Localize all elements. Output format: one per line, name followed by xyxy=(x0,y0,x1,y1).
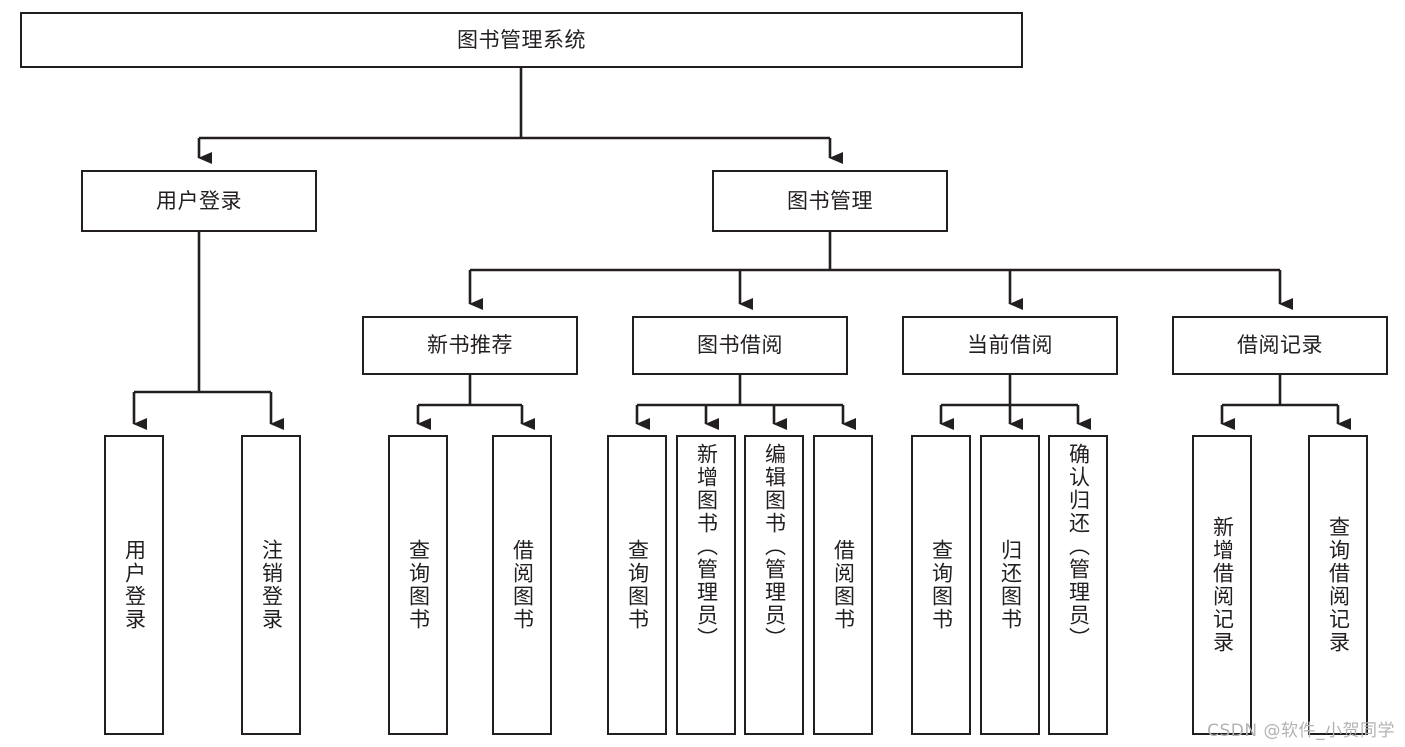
leaf-return-book-label: 归还图书 xyxy=(998,539,1023,631)
leaf-user-login-label: 用户登录 xyxy=(122,539,147,631)
leaf-add-record[interactable]: 新增借阅记录 xyxy=(1192,435,1252,735)
leaf-confirm-return-label: 确认归还（管理员） xyxy=(1066,443,1091,650)
leaf-borrow-book-2[interactable]: 借阅图书 xyxy=(813,435,873,735)
node-user-login[interactable]: 用户登录 xyxy=(81,170,317,232)
node-book-borrow[interactable]: 图书借阅 xyxy=(632,316,848,375)
node-user-login-label: 用户登录 xyxy=(156,188,242,213)
leaf-borrow-book-1-label: 借阅图书 xyxy=(510,539,535,631)
leaf-borrow-book-2-label: 借阅图书 xyxy=(831,539,856,631)
leaf-query-book-2[interactable]: 查询图书 xyxy=(607,435,667,735)
leaf-query-book-3-label: 查询图书 xyxy=(929,539,954,631)
leaf-edit-book-label: 编辑图书（管理员） xyxy=(762,443,787,650)
leaf-query-record[interactable]: 查询借阅记录 xyxy=(1308,435,1368,735)
leaf-logout-login[interactable]: 注销登录 xyxy=(241,435,301,735)
node-root[interactable]: 图书管理系统 xyxy=(20,12,1023,68)
node-book-manage[interactable]: 图书管理 xyxy=(712,170,948,232)
node-root-label: 图书管理系统 xyxy=(457,27,586,52)
node-borrow-record[interactable]: 借阅记录 xyxy=(1172,316,1388,375)
leaf-borrow-book-1[interactable]: 借阅图书 xyxy=(492,435,552,735)
leaf-query-book-3[interactable]: 查询图书 xyxy=(911,435,971,735)
node-new-book-recommend[interactable]: 新书推荐 xyxy=(362,316,578,375)
leaf-confirm-return[interactable]: 确认归还（管理员） xyxy=(1048,435,1108,735)
leaf-query-book-1-label: 查询图书 xyxy=(406,539,431,631)
node-current-borrow[interactable]: 当前借阅 xyxy=(902,316,1118,375)
node-new-book-recommend-label: 新书推荐 xyxy=(427,333,513,358)
leaf-edit-book[interactable]: 编辑图书（管理员） xyxy=(744,435,804,735)
node-book-manage-label: 图书管理 xyxy=(787,188,873,213)
leaf-add-book[interactable]: 新增图书（管理员） xyxy=(676,435,736,735)
leaf-query-record-label: 查询借阅记录 xyxy=(1326,516,1351,654)
node-borrow-record-label: 借阅记录 xyxy=(1237,333,1323,358)
leaf-query-book-1[interactable]: 查询图书 xyxy=(388,435,448,735)
leaf-add-record-label: 新增借阅记录 xyxy=(1210,516,1235,654)
node-book-borrow-label: 图书借阅 xyxy=(697,333,783,358)
leaf-query-book-2-label: 查询图书 xyxy=(625,539,650,631)
csdn-watermark: CSDN @软件_小贺同学 xyxy=(1207,721,1395,741)
leaf-add-book-label: 新增图书（管理员） xyxy=(694,443,719,650)
leaf-user-login[interactable]: 用户登录 xyxy=(104,435,164,735)
leaf-return-book[interactable]: 归还图书 xyxy=(980,435,1040,735)
leaf-logout-login-label: 注销登录 xyxy=(259,539,284,631)
node-current-borrow-label: 当前借阅 xyxy=(967,333,1053,358)
